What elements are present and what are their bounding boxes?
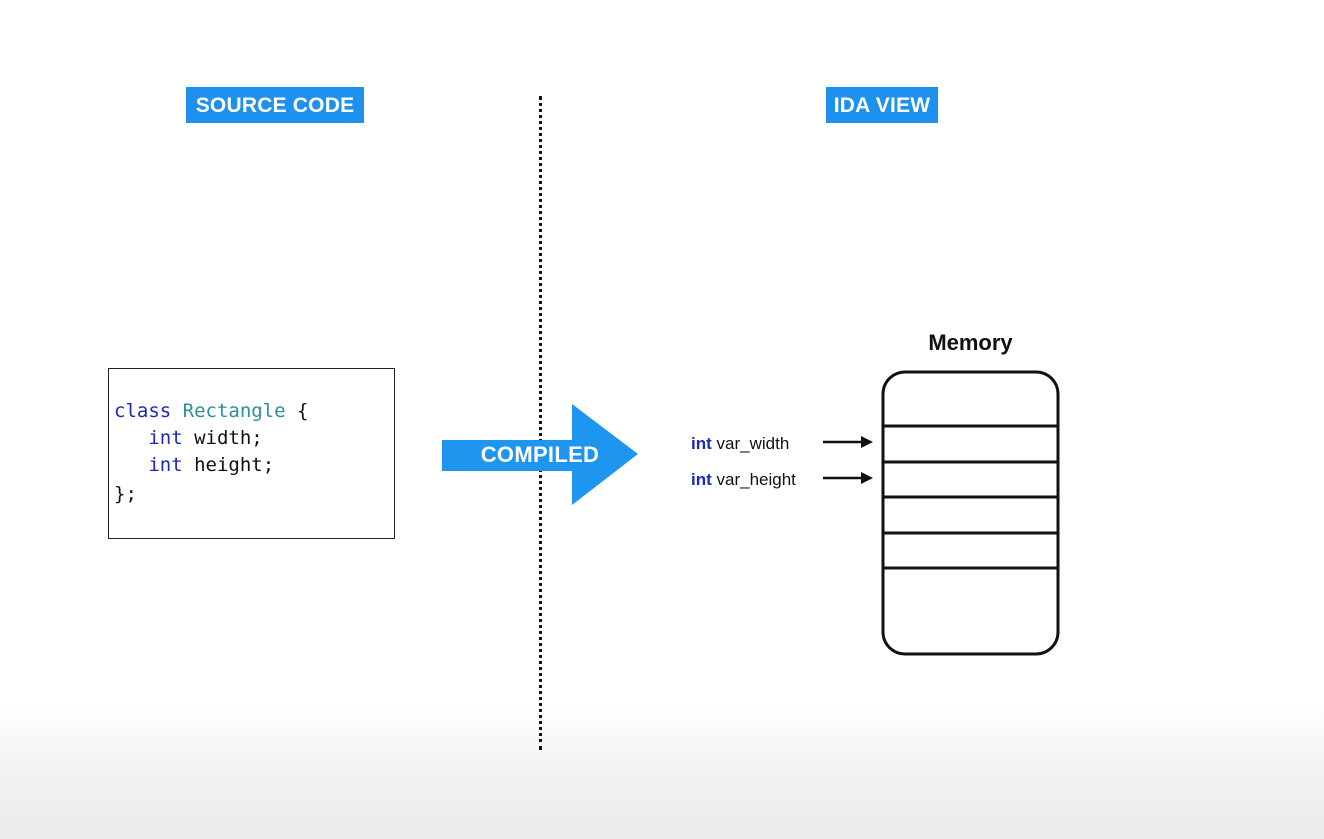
pointer-arrow-width [823,436,873,448]
var-type: int [691,470,712,489]
compiled-label: COMPILED [480,442,600,467]
memory-row-dividers [883,424,1058,570]
code-brace-close: }; [114,483,137,505]
code-indent [114,427,148,449]
var-name: var_width [716,434,790,453]
var-name: var_height [716,470,796,489]
code-line-height: int height; [114,453,274,477]
memory-outline [881,370,1060,656]
memory-block [881,370,1060,656]
int-keyword: int [148,454,183,476]
memory-title: Memory [928,330,1013,355]
arrow-shape [442,404,638,505]
class-keyword: class [114,400,172,422]
var-width-label: int var_width [691,434,789,454]
code-line-close: }; [114,482,137,506]
field-width: width; [182,427,263,449]
source-code-label: SOURCE CODE [186,87,364,123]
code-line-width: int width; [114,426,263,450]
pointer-arrow-height [823,472,873,484]
ida-view-label: IDA VIEW [826,87,938,123]
compiled-arrow [442,404,638,505]
source-code-box: class Rectangle { int width; int height;… [108,368,395,539]
field-height: height; [182,454,275,476]
var-type: int [691,434,712,453]
dotted-divider [539,96,542,750]
code-line-class: class Rectangle { [114,399,309,423]
int-keyword: int [148,427,183,449]
code-brace-open: { [285,400,309,422]
class-name: Rectangle [182,400,286,422]
code-indent [114,454,148,476]
var-height-label: int var_height [691,470,796,490]
